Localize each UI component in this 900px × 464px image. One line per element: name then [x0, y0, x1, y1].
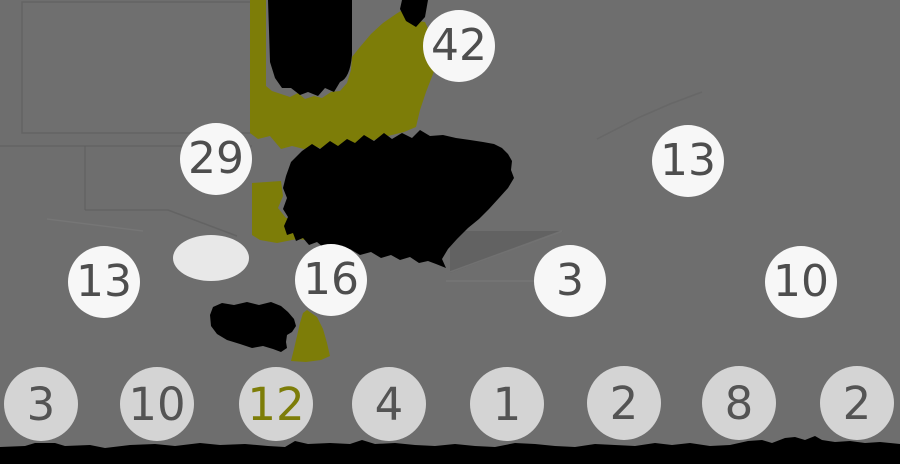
- cluster-marker-10[interactable]: 10: [765, 246, 837, 318]
- highlight-region-south: [291, 310, 330, 362]
- land-mass-north: [268, 0, 352, 96]
- region-border-rect: [21, 1, 252, 134]
- cluster-marker-16[interactable]: 16: [295, 244, 367, 316]
- coastline-band-south: [0, 436, 900, 464]
- land-mass-top-east: [400, 0, 428, 27]
- cluster-marker-3[interactable]: 3: [4, 367, 78, 441]
- cluster-marker-29[interactable]: 29: [180, 123, 252, 195]
- cluster-marker-10[interactable]: 10: [120, 367, 194, 441]
- wedge-edge-line: [449, 230, 563, 273]
- land-mass-small: [210, 302, 296, 352]
- cluster-marker-3[interactable]: 3: [534, 245, 606, 317]
- highlight-region-north: [250, 0, 438, 150]
- cluster-marker-2[interactable]: 2: [587, 366, 661, 440]
- cluster-marker-1[interactable]: 1: [470, 367, 544, 441]
- cluster-marker-2[interactable]: 2: [820, 366, 894, 440]
- cluster-marker-13[interactable]: 13: [68, 246, 140, 318]
- cluster-marker-13[interactable]: 13: [652, 125, 724, 197]
- cluster-marker-4[interactable]: 4: [352, 367, 426, 441]
- white-patch-feature: [173, 235, 249, 281]
- cluster-marker-8[interactable]: 8: [702, 366, 776, 440]
- land-mass-central: [283, 130, 514, 268]
- cluster-marker-12[interactable]: 12: [239, 367, 313, 441]
- cluster-marker-42[interactable]: 42: [423, 10, 495, 82]
